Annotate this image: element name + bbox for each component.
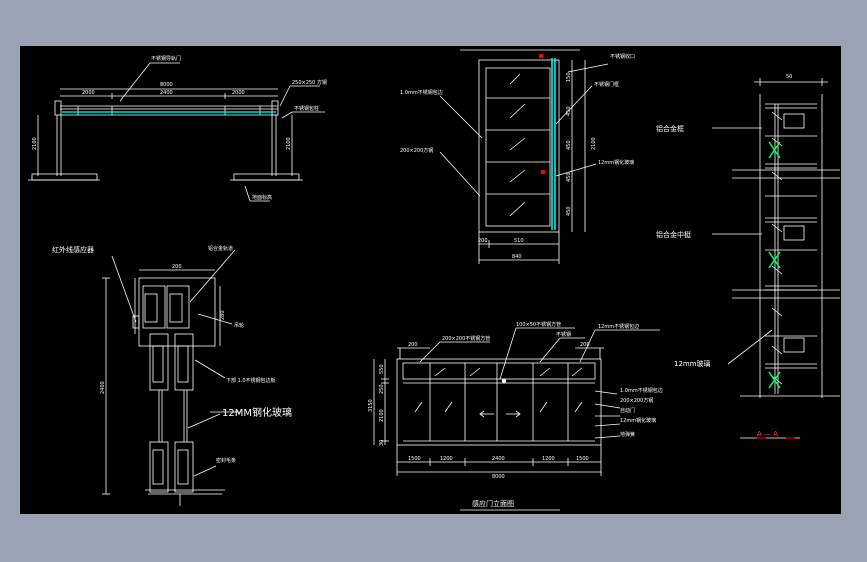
side-dim-bottom-left: 200 — [478, 238, 488, 244]
section-label-sensor: 红外线感应器 — [52, 245, 94, 254]
elevation-dim-h1: 1500 — [408, 456, 421, 462]
section-dim-side: 280 — [220, 310, 226, 320]
side-dim-4: 450 — [566, 172, 572, 182]
elevation-view — [373, 327, 660, 511]
elevation-note-top2: 100×50不锈钢方管 — [516, 321, 561, 328]
detail-section-mark: A — A — [757, 430, 778, 438]
elevation-dim-h3: 2400 — [492, 456, 505, 462]
plan-ground-label: 地面标高 — [252, 194, 272, 201]
side-dim-1: 150 — [566, 72, 572, 82]
section-label-seal: 密封毛条 — [216, 457, 236, 464]
plan-view — [28, 62, 325, 202]
section-label-hanger: 吊轮 — [234, 322, 244, 329]
plan-dim-left: 2000 — [82, 90, 95, 96]
elevation-dim-h-total: 8000 — [492, 474, 505, 480]
elevation-dim-v3: 2100 — [379, 409, 385, 422]
elevation-dim-v4: 30 — [379, 440, 385, 446]
side-dim-bottom-mid: 510 — [514, 238, 524, 244]
cad-drawing-canvas: 不锈钢导轨门 8000 2000 2400 2000 2100 2100 250… — [20, 46, 841, 514]
detail-label-glass: 12mm玻璃 — [674, 359, 711, 368]
elevation-note-top1: 200×200不锈钢方管 — [442, 335, 490, 342]
detail-label-frame: 铝合金框 — [656, 124, 684, 133]
side-dim-2: 450 — [566, 106, 572, 116]
plan-dim-mid: 2400 — [160, 90, 173, 96]
elevation-note-r3: 自动门 — [620, 407, 635, 414]
side-dim-3: 450 — [566, 140, 572, 150]
side-dim-total: 2100 — [591, 137, 597, 150]
elevation-note-r2: 200×200方钢 — [620, 397, 653, 404]
elevation-dim-h5: 1500 — [576, 456, 589, 462]
section-label-rail: 铝合金轨道 — [208, 245, 233, 252]
elevation-dim-left-top: 200 — [408, 342, 418, 348]
side-right-note2: 12mm钢化玻璃 — [598, 159, 634, 166]
section-dim-top: 200 — [172, 264, 182, 270]
cad-drawing: 不锈钢导轨门 8000 2000 2400 2000 2100 2100 250… — [28, 49, 840, 511]
plan-top-label: 不锈钢导轨门 — [151, 55, 181, 62]
side-top-note: 不锈钢收口 — [610, 53, 635, 60]
plan-note-right-top: 250×250 方钢 — [292, 79, 327, 86]
elevation-dim-v1: 550 — [379, 364, 385, 374]
section-dim-height: 2400 — [100, 381, 106, 394]
plan-note-right-mid: 不锈钢包柱 — [294, 105, 319, 112]
elevation-title: 感应门立面图 — [472, 499, 514, 508]
side-right-note: 不锈钢门框 — [594, 81, 619, 88]
profile-detail — [712, 78, 840, 439]
elevation-note-r4: 12mm钢化玻璃 — [620, 417, 656, 424]
section-view — [102, 249, 240, 506]
elevation-note-r1: 1.0mm不锈钢包边 — [620, 387, 663, 394]
plan-dim-height-left: 2100 — [32, 137, 38, 150]
section-label-cover: 下部 1.0不锈钢包边板 — [226, 377, 276, 384]
side-dim-bottom-total: 840 — [512, 254, 522, 260]
elevation-note-r5: 地弹簧 — [620, 431, 635, 438]
elevation-dim-h2: 1200 — [440, 456, 453, 462]
elevation-note-top4: 不锈钢 — [556, 331, 571, 338]
plan-dim-height-right: 2100 — [286, 137, 292, 150]
elevation-dim-right-top: 200 — [580, 342, 590, 348]
side-left-note: 1.0mm不锈钢包边 — [400, 89, 443, 96]
side-dim-5: 450 — [566, 206, 572, 216]
elevation-dim-h4: 1200 — [542, 456, 555, 462]
side-panel-view — [439, 49, 609, 264]
detail-dim-top: 50 — [786, 74, 792, 80]
section-label-glass: 12MM钢化玻璃 — [222, 406, 292, 419]
side-left-note2: 200×200方钢 — [400, 147, 433, 154]
elevation-dim-v-total: 3150 — [368, 399, 374, 412]
detail-label-mid: 铝合金中梃 — [656, 230, 691, 239]
elevation-dim-v2: 250 — [379, 384, 385, 394]
plan-dim-total: 8000 — [160, 82, 173, 88]
elevation-note-top3: 12mm不锈钢包边 — [598, 323, 639, 330]
plan-dim-right: 2000 — [232, 90, 245, 96]
